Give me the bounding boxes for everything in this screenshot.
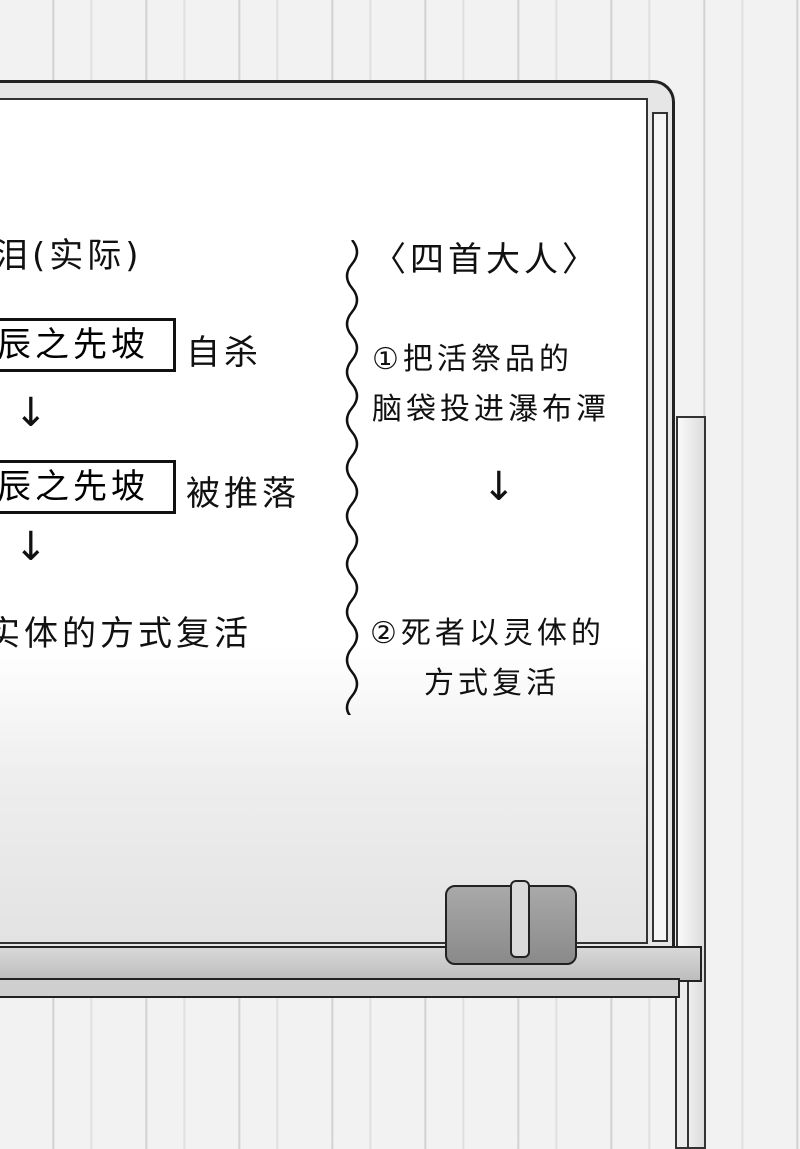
left-heading-text: 泪(实际) <box>0 236 143 276</box>
item1-line2: 脑袋投进瀑布潭 <box>372 384 610 428</box>
item1-line1: ①把活祭品的 <box>372 334 573 378</box>
left-arrow-2: ↓ <box>14 524 48 570</box>
left-heading: 泪(实际) <box>0 228 143 277</box>
left-arrow-1-glyph: ↓ <box>14 390 48 436</box>
left-arrow-1: ↓ <box>14 390 48 436</box>
whiteboard-surface <box>0 98 648 944</box>
right-heading: 〈四首大人〉 <box>372 232 600 281</box>
row1-suffix: 自杀 <box>186 325 262 374</box>
whiteboard-tray-lip <box>0 978 680 998</box>
item2-line1: ②死者以灵体的 <box>370 608 605 652</box>
row3-text-content: 实体的方式复活 <box>0 614 252 654</box>
item1-line2-text: 脑袋投进瀑布潭 <box>372 392 610 427</box>
row1-suffix-text: 自杀 <box>186 333 262 373</box>
whiteboard-side-rail <box>652 112 668 942</box>
item2-line1-text: ②死者以灵体的 <box>370 616 605 651</box>
row2-boxed-text: 辰之先坡 <box>0 467 149 507</box>
whiteboard-tray <box>0 946 702 982</box>
wavy-divider <box>345 240 359 715</box>
row1-boxed-name: 辰之先坡 <box>0 318 176 372</box>
eraser-strap <box>510 880 530 958</box>
right-arrow: ↓ <box>482 464 516 510</box>
item1-line1-text: ①把活祭品的 <box>372 342 573 377</box>
right-heading-text: 〈四首大人〉 <box>372 240 600 280</box>
item2-line2: 方式复活 <box>424 658 560 702</box>
left-arrow-2-glyph: ↓ <box>14 524 48 570</box>
item2-line2-text: 方式复活 <box>424 666 560 701</box>
whiteboard-stand-leg <box>675 980 689 1149</box>
right-arrow-glyph: ↓ <box>482 464 516 510</box>
row3-text: 实体的方式复活 <box>0 606 252 655</box>
row2-boxed-name: 辰之先坡 <box>0 460 176 514</box>
row2-suffix-text: 被推落 <box>186 474 300 514</box>
row1-boxed-text: 辰之先坡 <box>0 325 149 365</box>
row2-suffix: 被推落 <box>186 466 300 515</box>
